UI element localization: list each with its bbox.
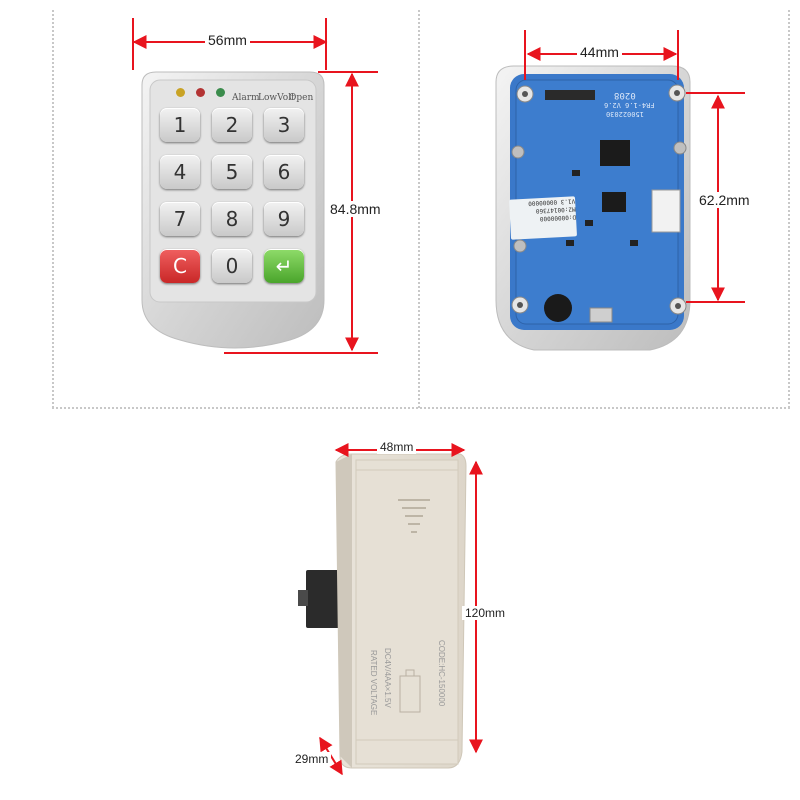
lockbox-height-label: 120mm [462,606,509,620]
pcb-height-label: 62.2mm [696,192,753,208]
lockbox-text-voltage: DC4V/4AA×1.5V [383,648,392,708]
keypad-height-label: 84.8mm [327,201,384,217]
lowvolt-led-icon [196,88,205,97]
panel-divider-horizontal [52,407,790,409]
lockbox-text-rated: RATED VOLTAGE [369,650,378,716]
panel-divider-vertical [418,10,420,408]
open-led-icon [216,88,225,97]
key-1[interactable]: 1 [160,108,200,142]
keypad-width-label: 56mm [205,32,250,48]
lock-box [298,453,467,769]
led-label-open: Open [289,93,314,103]
key-8[interactable]: 8 [212,202,252,236]
lockbox-depth-label: 29mm [292,752,332,766]
pcb-label-line2: FR4-1.6 V2.6 [604,101,655,109]
key-3[interactable]: 3 [264,108,304,142]
panel-border-left [52,10,54,408]
key-0[interactable]: 0 [212,249,252,283]
clear-key[interactable]: C [160,249,200,283]
pcb-board [495,65,691,351]
key-4[interactable]: 4 [160,155,200,189]
lockbox-text-code: CODE:HC-150000 [437,640,446,707]
pcb-label-top: 0208 [614,90,636,100]
enter-key[interactable]: ↵ [264,249,304,283]
pcb-width-label: 44mm [577,44,622,60]
pcb-label-line3: 150022030 [606,110,644,118]
led-label-alarm: Alarm [232,93,260,103]
alarm-led-icon [176,88,185,97]
led-label-lowvolt: LowVolt [258,93,295,103]
key-2[interactable]: 2 [212,108,252,142]
pcb-sticker: V1.3 00000000 M2:00147360 D:00000000 [508,196,578,240]
panel-border-right [788,10,790,408]
lockbox-width-label: 48mm [377,440,417,454]
key-7[interactable]: 7 [160,202,200,236]
key-5[interactable]: 5 [212,155,252,189]
key-6[interactable]: 6 [264,155,304,189]
key-9[interactable]: 9 [264,202,304,236]
